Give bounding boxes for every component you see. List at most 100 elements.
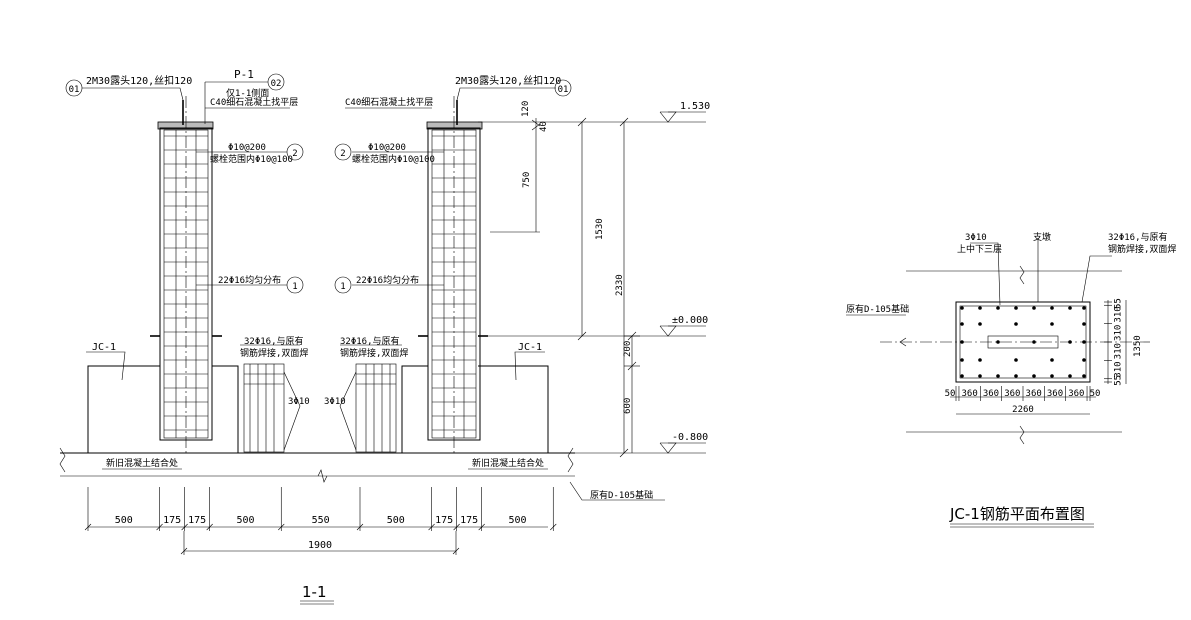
weld-left-sub: 钢筋焊接,双面焊 (240, 347, 308, 359)
plan-bars-sub: 上中下三层 (957, 243, 1002, 255)
plan-pier (987, 335, 1059, 349)
main-bar-right-bubble-text: 1 (340, 282, 345, 292)
right-bolt-bubble-text: 01 (558, 85, 569, 95)
rebar-dot (1032, 306, 1036, 310)
rebar-dot (1082, 358, 1086, 362)
rebar-dot (1082, 322, 1086, 326)
dim-value: 175 (188, 515, 206, 526)
left-bolt-bubble-text: 01 (69, 85, 80, 95)
jc-right: JC-1 (518, 342, 542, 353)
dim-value: 175 (163, 515, 181, 526)
dim-value: 310 (1114, 325, 1124, 341)
elev-bottom: -0.800 (672, 432, 708, 443)
main-bar-right: 22Φ16均匀分布 (356, 274, 419, 286)
rebar-dot (978, 306, 982, 310)
dim-value: 500 (508, 515, 526, 526)
dim-value: 55 (1114, 375, 1124, 386)
dim-tick (206, 523, 213, 531)
rebar-dot (960, 340, 964, 344)
dim-value: 310 (1114, 361, 1124, 377)
dim-tick (278, 523, 285, 531)
left-stirrups (164, 135, 208, 431)
left-weld-bars (243, 363, 285, 453)
stirrup-right: Φ10@200 (368, 143, 406, 153)
grout-left: C40细石混凝土找平层 (210, 96, 298, 108)
plan-cage (959, 305, 1087, 379)
rebar-dot (1050, 358, 1054, 362)
dim-200: 200 (623, 341, 633, 357)
elev-top: 1.530 (680, 101, 710, 112)
left-grout-layer (157, 121, 214, 130)
dim-value: 500 (387, 515, 405, 526)
rebar-dot (1050, 322, 1054, 326)
plan-title: JC-1钢筋平面布置图 (949, 505, 1085, 523)
left-footing-outline-inner (212, 365, 239, 453)
rebar-dot (960, 358, 964, 362)
dim-value: 360 (1047, 389, 1063, 399)
leader-jc-left (86, 351, 126, 381)
leader-jc-right (514, 351, 545, 381)
rebar-dot (960, 374, 964, 378)
right-weld-bars (355, 363, 397, 453)
rebar-dot (1014, 322, 1018, 326)
stirrup-left-sub: 螺栓范围内Φ10@100 (210, 153, 293, 165)
plan-jc-1: 3Φ10 上中下三层 支墩 32Φ16,与原有 钢筋焊接,双面焊 原有D-105… (846, 231, 1176, 528)
plate-sub: 仅1-1侧面 (226, 87, 269, 99)
dim-tick (478, 523, 485, 531)
rebar-dot (1082, 340, 1086, 344)
elev-zero: ±0.000 (672, 315, 708, 326)
break-mark (317, 469, 328, 483)
rebar-dot (1032, 374, 1036, 378)
elevation-bottom (548, 442, 706, 454)
dim-value: 360 (1004, 389, 1020, 399)
dim-tick (356, 523, 364, 531)
dim-value: 360 (983, 389, 999, 399)
joint-left: 新旧混凝土结合处 (106, 457, 178, 469)
jc-left: JC-1 (92, 342, 116, 353)
right-bolt-label: 2M30露头120,丝扣120 (455, 74, 561, 87)
right-stirrups (432, 135, 476, 431)
dim-value: 175 (460, 515, 478, 526)
section-title: 1-1 (302, 583, 327, 601)
leader-plan-weld (1081, 255, 1112, 303)
plate-bubble-text: 02 (271, 79, 282, 89)
rebar-dot (1068, 340, 1072, 344)
dim-value: 50 (945, 389, 956, 399)
dim-1530: 1530 (595, 218, 605, 240)
tie-left: 3Φ10 (288, 397, 310, 407)
joint-right: 新旧混凝土结合处 (472, 457, 544, 469)
grout-right: C40细石混凝土找平层 (345, 96, 433, 108)
break-mark-left (59, 447, 66, 473)
leader-tie-right2 (339, 405, 357, 451)
dim-600: 600 (623, 398, 633, 414)
plan-pier-label: 支墩 (1033, 231, 1051, 243)
rebar-dot (978, 322, 982, 326)
dim-value: 500 (236, 515, 254, 526)
dim-value: 360 (1068, 389, 1084, 399)
plan-bars-label: 3Φ10 (965, 233, 987, 243)
leader-tie-left (283, 371, 301, 407)
rebar-dot (1014, 374, 1018, 378)
dim-value: 500 (115, 515, 133, 526)
weld-right-sub: 钢筋焊接,双面焊 (340, 347, 408, 359)
bubble-right-bolt (554, 79, 572, 97)
bubble-stirrup-left (286, 143, 304, 161)
rebar-dot (996, 306, 1000, 310)
dim-tick (452, 547, 460, 555)
dim-tick (156, 523, 163, 531)
plan-right-total: 1350 (1133, 335, 1143, 357)
rebar-dot (1014, 358, 1018, 362)
rebar-dot (960, 306, 964, 310)
leader-left-bolt (82, 87, 184, 101)
rebar-dot (1050, 306, 1054, 310)
dim-value: 360 (962, 389, 978, 399)
dim-tick (181, 523, 188, 531)
dim-value: 310 (1114, 306, 1124, 322)
left-bolt-label: 2M30露头120,丝扣120 (86, 74, 192, 87)
stirrup-left: Φ10@200 (228, 143, 266, 153)
section-1-1: 2M30露头120,丝扣120 01 P-1 02 仅1-1侧面 C40细石混凝… (59, 68, 710, 605)
leader-right-bolt (456, 87, 556, 101)
